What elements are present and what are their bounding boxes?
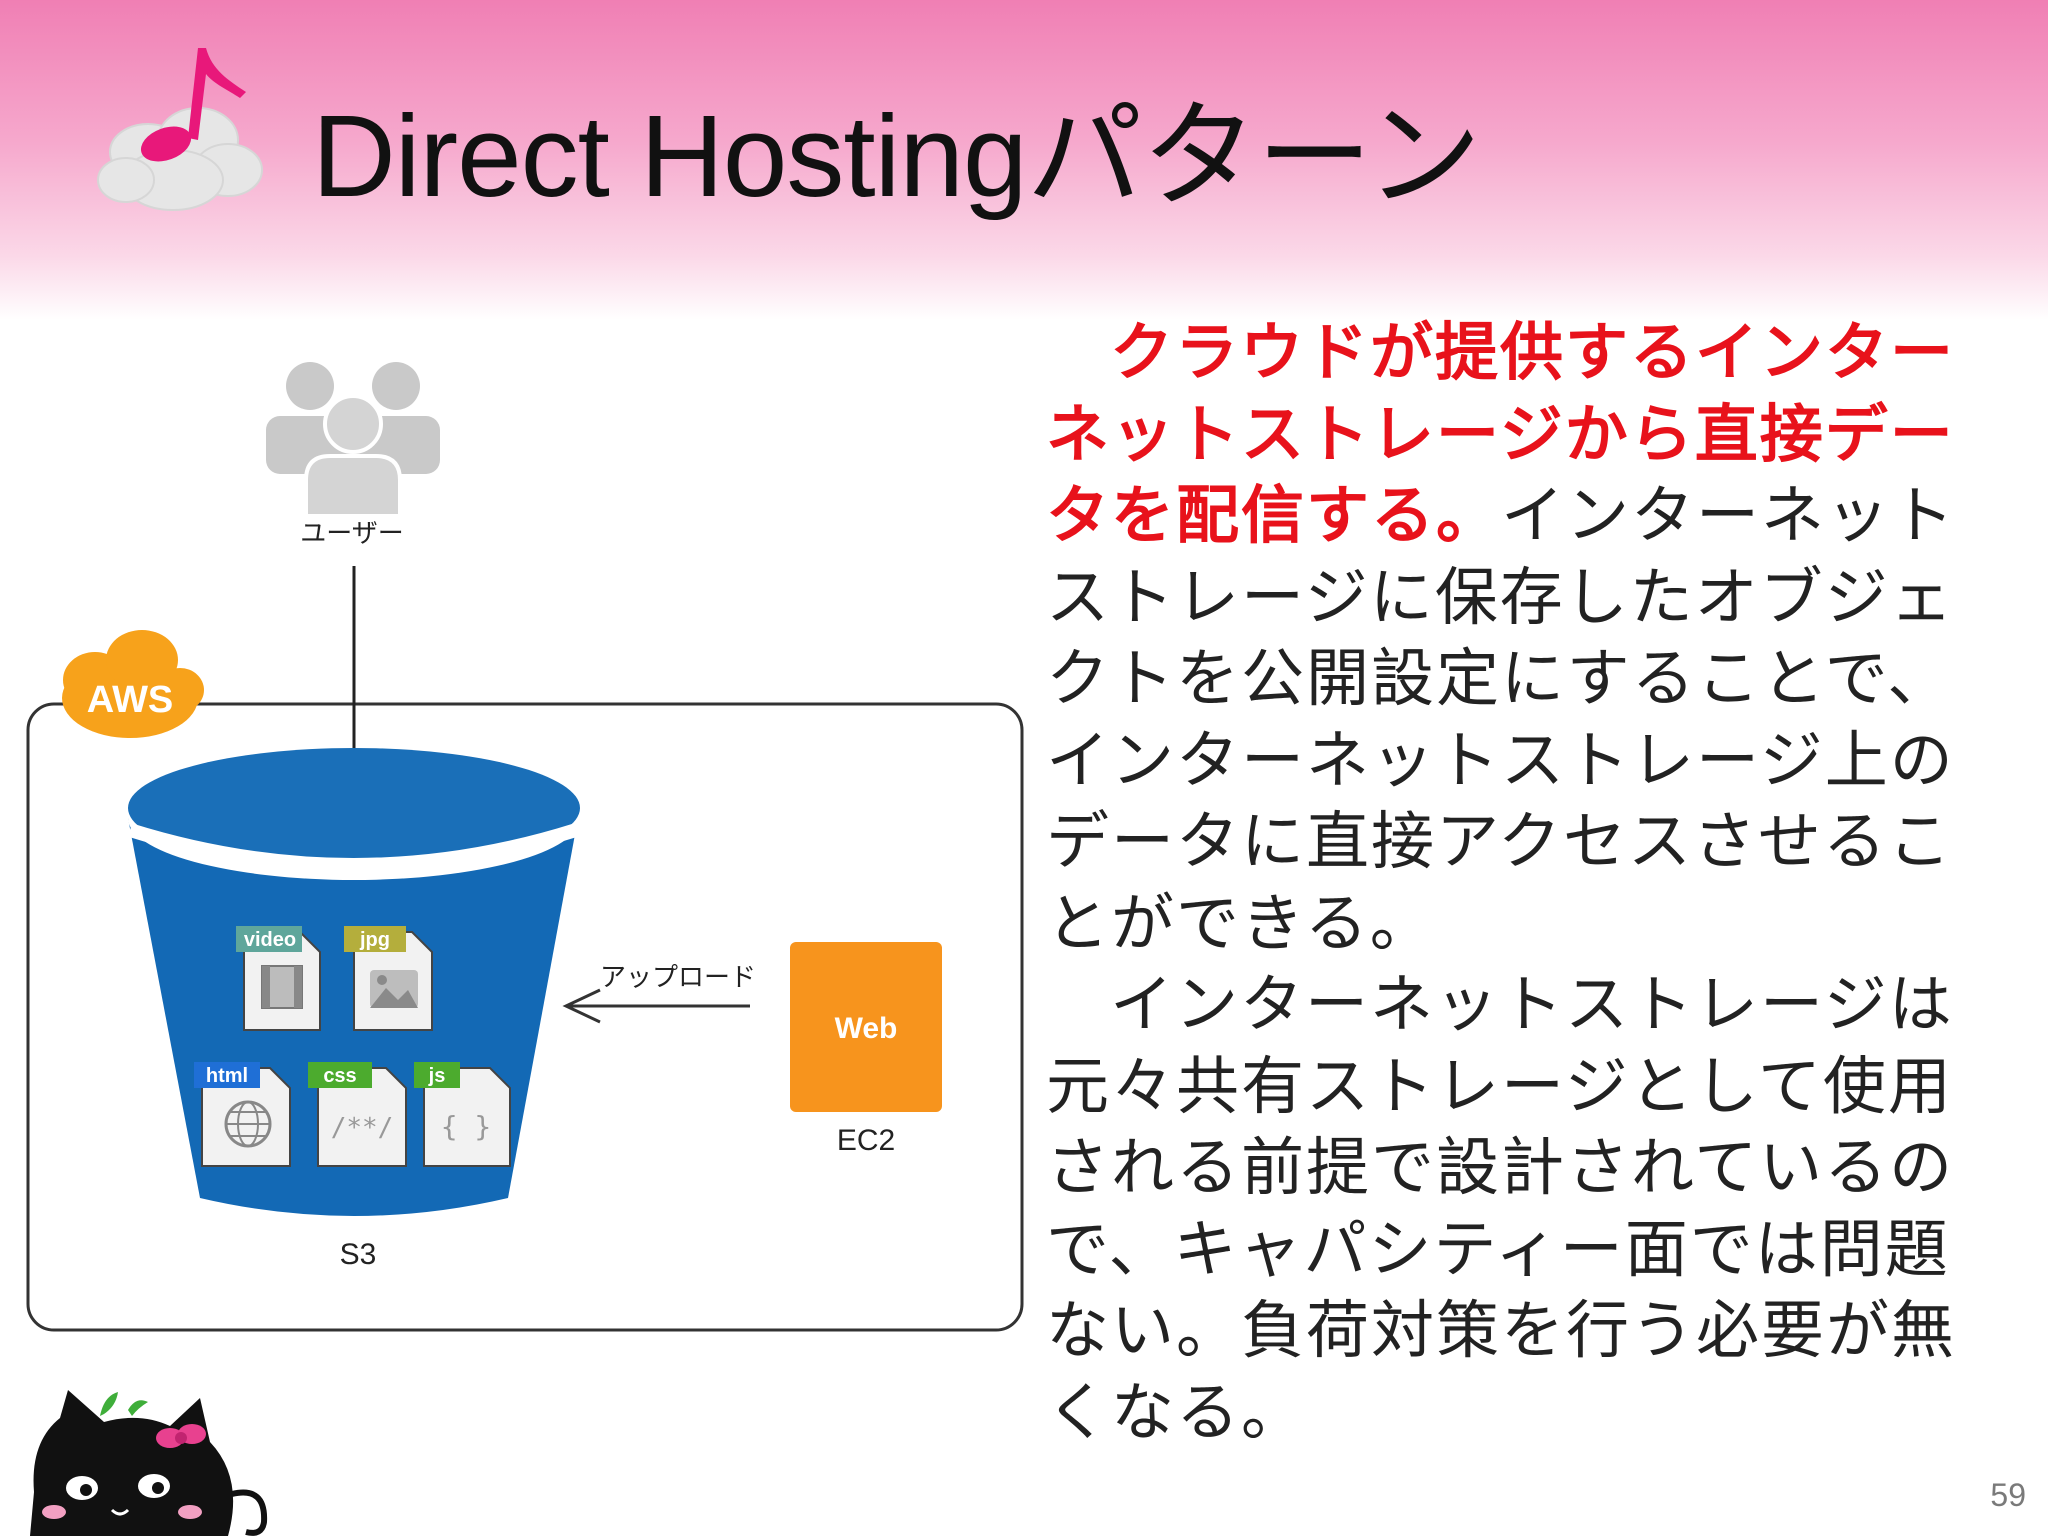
- slide-body-text: クラウドが提供するインターネットストレージから直接データを配信する。インターネッ…: [1046, 312, 2006, 1453]
- s3-label: S3: [340, 1238, 377, 1271]
- header-band: [0, 0, 2048, 320]
- jpg-file-icon: jpg: [344, 926, 433, 1031]
- svg-text:/**/: /**/: [331, 1113, 394, 1143]
- svg-text:html: html: [206, 1065, 248, 1087]
- aws-cloud-icon: [62, 630, 204, 738]
- cloud-music-note-logo: [97, 48, 263, 211]
- black-cat-mascot-icon: [30, 1390, 268, 1536]
- user-group-icon: [266, 362, 440, 518]
- svg-text:jpg: jpg: [359, 929, 390, 951]
- css-file-icon: css /**/: [308, 1062, 407, 1167]
- page-number: 59: [1990, 1477, 2026, 1513]
- svg-text:js: js: [428, 1065, 446, 1087]
- js-file-icon: js { }: [414, 1062, 511, 1167]
- html-file-icon: html: [194, 1062, 291, 1167]
- paragraph-1: インターネットストレージに保存したオブジェクトを公開設定にすることで、インターネ…: [1046, 479, 1956, 960]
- ec2-web-server-icon: [790, 942, 942, 1112]
- svg-text:video: video: [244, 929, 296, 951]
- svg-text:css: css: [323, 1065, 356, 1087]
- video-file-icon: video: [236, 926, 321, 1031]
- user-label: ユーザー: [300, 519, 403, 549]
- svg-text:{ }: { }: [441, 1110, 492, 1143]
- slide-title: Direct Hostingパターン: [312, 91, 1482, 221]
- highlight-statement: クラウドが提供するインターネットストレージから直接データを配信する。: [1046, 315, 1955, 552]
- aws-label: AWS: [87, 679, 174, 721]
- architecture-diagram: AWS ユーザー S3 video: [0, 330, 1040, 1370]
- paragraph-2: インターネットストレージは元々共有ストレージとして使用される前提で設計されている…: [1046, 968, 1956, 1449]
- ec2-label: EC2: [837, 1124, 895, 1157]
- web-label: Web: [835, 1012, 898, 1045]
- upload-label: アップロード: [600, 963, 756, 993]
